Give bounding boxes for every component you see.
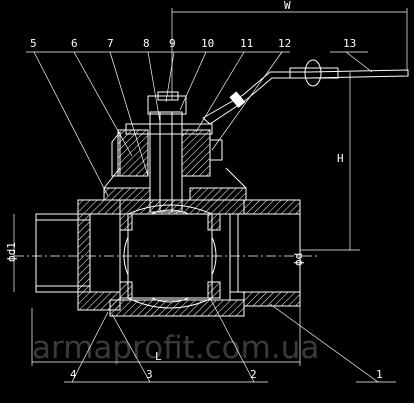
height-dimension: H [300,72,360,251]
callout-1: 1 [376,368,383,381]
callout-5: 5 [30,37,37,50]
overall-length-dimension: L [31,300,301,366]
port-dimensions: ϕd1 ϕd [5,214,305,292]
bottom-callouts: 4 3 2 1 [64,297,396,383]
stem-assembly [111,91,223,213]
valve-body [14,167,320,317]
handle-length-dimension: W [171,0,408,100]
callout-9: 9 [169,37,176,50]
port-left-label: ϕd1 [5,242,18,262]
callout-7: 7 [107,37,114,50]
callout-6: 6 [71,37,78,50]
callout-4: 4 [70,368,77,381]
callout-3: 3 [146,368,153,381]
port-right-label: ϕd [292,253,305,266]
callout-12: 12 [278,37,291,50]
height-label: H [337,152,344,165]
callout-13: 13 [343,37,356,50]
top-callouts: 5 6 7 8 9 10 11 12 13 [26,37,373,197]
overall-length-label: L [155,350,162,363]
callout-10: 10 [201,37,214,50]
callout-11: 11 [240,37,253,50]
lever-handle [202,59,409,125]
callout-8: 8 [143,37,150,50]
handle-length-label: W [284,0,291,12]
watermark: armaprofit.com.ua [32,330,319,366]
callout-2: 2 [250,368,257,381]
